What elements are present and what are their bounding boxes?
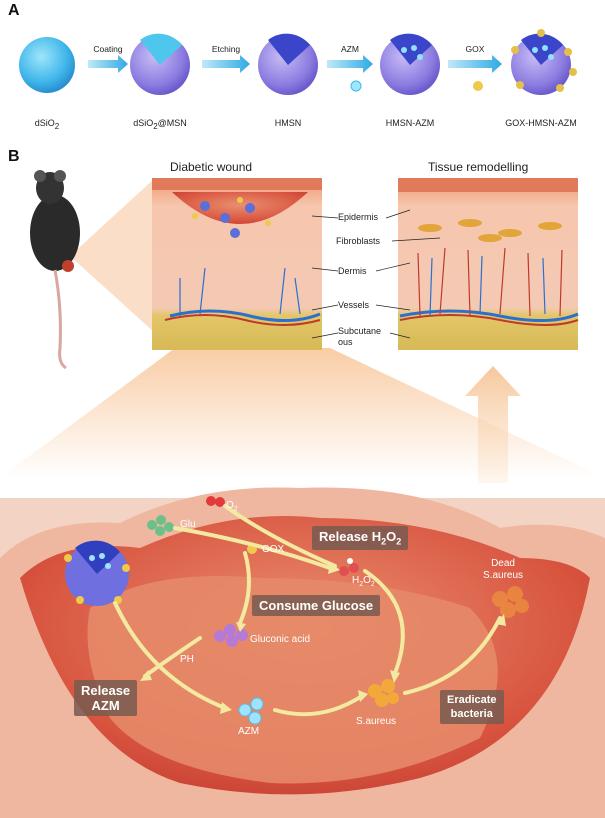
- remodelled-skin-block: [398, 178, 579, 350]
- azm-drug-icon: [350, 80, 362, 92]
- arrow-gox: [448, 55, 502, 73]
- gluconic-acid-molecule: [214, 624, 248, 647]
- azm-label: AZM: [238, 726, 260, 737]
- zoom-beam-top: [70, 178, 155, 333]
- layer-label-epidermis: Epidermis: [338, 212, 379, 222]
- particle-5-label: GOX-HMSN-AZM: [505, 118, 577, 128]
- mouse-illustration: [30, 170, 80, 370]
- panel-a-graphics: [19, 29, 577, 95]
- gox-enzyme-icon: [473, 81, 483, 91]
- glu-label: Glu: [180, 519, 196, 530]
- arrow-h2o2-to-saureus: [363, 569, 405, 675]
- panel-b-letter: B: [8, 148, 20, 165]
- s-aureus-bacteria: [368, 679, 399, 707]
- arrow-coating: [88, 55, 128, 73]
- arrow-saureus-to-dead: [403, 616, 502, 695]
- particle-3-label: HMSN: [274, 118, 302, 128]
- arrow-o2-to-h2o2: [223, 504, 337, 568]
- arrow-azm: [327, 55, 373, 73]
- arrow-ph-to-release: [143, 636, 202, 678]
- wound-nanoparticle: [64, 540, 130, 606]
- remodel-up-arrow: [465, 366, 521, 483]
- consume-glucose-box: Consume Glucose: [252, 595, 381, 616]
- o2-label: O2: [226, 500, 238, 513]
- eradicate-bacteria-box: Eradicate bacteria: [440, 690, 504, 724]
- dead-s-aureus-label: Dead S.aureus: [483, 558, 524, 581]
- arrow-azm-to-saureus: [273, 694, 364, 717]
- diabetic-skin-block: [152, 178, 322, 350]
- arrow-np-to-azm: [113, 601, 227, 710]
- gluconic-acid-label: Gluconic acid: [250, 634, 311, 645]
- s-aureus-label: S.aureus: [356, 716, 397, 727]
- azm-molecule: [238, 697, 264, 725]
- panel-b-graphics: [0, 170, 605, 818]
- diabetic-wound-title: Diabetic wound: [170, 160, 253, 174]
- step-coating-label: Coating: [93, 44, 123, 54]
- release-azm-box: Release AZM: [74, 680, 138, 716]
- dsio2-particle: [19, 37, 75, 93]
- step-gox-label: GOX: [465, 44, 485, 54]
- oxygen-molecule: [206, 496, 225, 507]
- layer-label-subcutaneous: Subcutane ous: [338, 326, 382, 348]
- wound-mechanism-scene: [0, 487, 605, 818]
- particle-2-label: dSiO2@MSN: [133, 118, 187, 131]
- particle-4-label: HMSN-AZM: [385, 118, 435, 128]
- step-etching-label: Etching: [211, 44, 241, 54]
- gox-label: GOX: [262, 544, 285, 555]
- tissue-remodelling-title: Tissue remodelling: [428, 160, 529, 174]
- layer-label-dermis: Dermis: [338, 266, 367, 276]
- ph-label: PH: [180, 654, 194, 665]
- h2o2-molecule: [339, 558, 359, 576]
- panel-a-letter: A: [8, 2, 20, 19]
- arrow-glu-to-gluconic: [238, 551, 251, 625]
- arrow-glu-to-h2o2: [173, 526, 332, 570]
- process-arrows: [113, 504, 502, 717]
- dead-s-aureus: [492, 586, 529, 618]
- step-azm-label: AZM: [341, 44, 359, 54]
- arrow-etching: [202, 55, 250, 73]
- glucose-molecule: [147, 515, 174, 536]
- release-h2o2-box: Release H2O2: [312, 526, 409, 550]
- layer-label-vessels: Vessels: [338, 300, 370, 310]
- h2o2-label: H2O2: [352, 575, 375, 588]
- layer-label-fibroblasts: Fibroblasts: [336, 236, 381, 246]
- particle-1-label: dSiO2: [34, 118, 60, 131]
- zoom-beam-bottom: [0, 348, 605, 478]
